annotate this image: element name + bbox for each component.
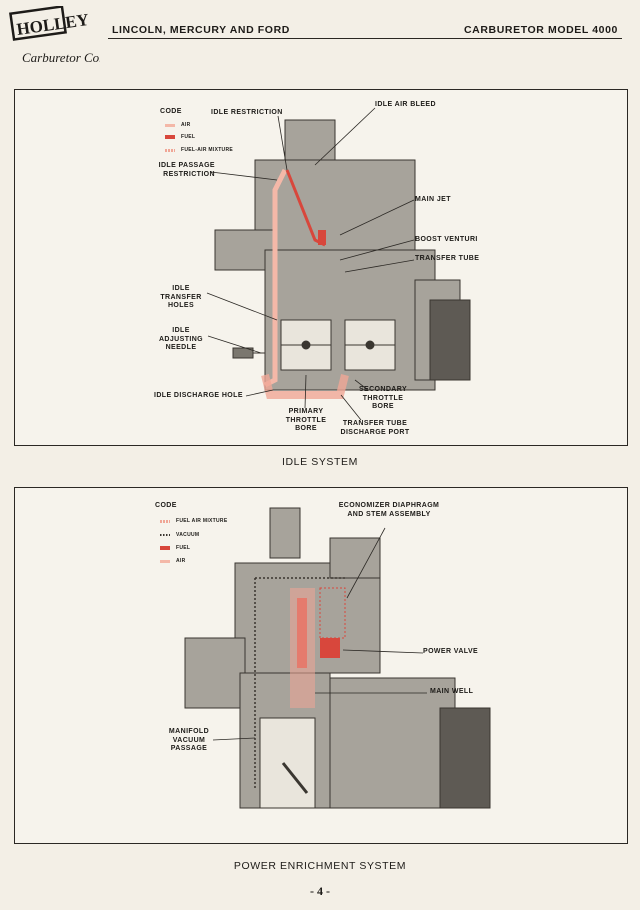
fuel-jet [318,230,326,245]
power-valve-fuel [320,638,340,658]
power-system-figure: CODE FUEL AIR MIXTURE VACUUM FUEL AIR EC… [14,487,628,844]
idle-code-title: CODE [160,108,182,115]
air-swatch [165,123,175,127]
idle-legend-fuel: FUEL [165,134,195,140]
label-transfer-tube: TRANSFER TUBE [415,255,480,262]
holley-logo: HOLLEY Carburetor Co. [9,6,100,65]
carburetor-body [214,119,471,391]
label-idle-air-bleed: IDLE AIR BLEED [375,101,436,108]
economizer [319,587,346,639]
idle-needle [232,347,265,359]
vacuum-swatch [160,534,170,536]
header-rule [108,38,622,39]
label-idle-passage-restriction: IDLE PASSAGE RESTRICTION [158,162,215,178]
label-power-valve: POWER VALVE [423,648,479,655]
fuel-swatch [165,135,175,139]
fuel-swatch [160,546,170,550]
header-right-title: CARBURETOR MODEL 4000 [464,24,618,36]
idle-legend-mixture: FUEL-AIR MIXTURE [165,147,233,153]
vacuum-passage [254,577,345,788]
air-swatch [160,559,170,563]
label-primary-throttle-bore: PRIMARY THROTTLE BORE [285,408,327,432]
label-main-well: MAIN WELL [430,688,474,695]
mixture-swatch [165,148,175,152]
idle-system-diagram [206,107,471,421]
idle-legend-air: AIR [165,122,191,128]
svg-text:Carburetor Co.: Carburetor Co. [22,50,100,65]
label-secondary-throttle-bore: SECONDARY THROTTLE BORE [358,386,408,410]
power-caption: POWER ENRICHMENT SYSTEM [233,860,407,872]
power-code-title: CODE [155,502,177,509]
label-main-jet: MAIN JET [415,196,451,203]
label-economizer: ECONOMIZER DIAPHRAGM AND STEM ASSEMBLY [338,502,440,518]
mixture-swatch [160,519,170,523]
power-legend-mixture: FUEL AIR MIXTURE [160,518,227,524]
label-boost-venturi: BOOST VENTURI [415,236,478,243]
idle-system-figure: CODE AIR FUEL FUEL-AIR MIXTURE IDLE REST… [14,89,628,446]
mixture-column [290,588,315,708]
power-system-diagram [184,507,491,809]
label-idle-discharge-hole: IDLE DISCHARGE HOLE [154,392,243,399]
label-idle-restriction: IDLE RESTRICTION [211,109,283,116]
idle-caption: IDLE SYSTEM [281,456,359,468]
label-manifold-vacuum-passage: MANIFOLD VACUUM PASSAGE [168,728,210,752]
label-idle-transfer-holes: IDLE TRANSFER HOLES [160,285,202,309]
power-legend-air: AIR [160,558,186,564]
page-header: HOLLEY Carburetor Co. LINCOLN, MERCURY A… [0,0,640,72]
header-left-title: LINCOLN, MERCURY AND FORD [112,24,290,36]
power-legend-vacuum: VACUUM [160,532,199,538]
label-idle-adjusting-needle: IDLE ADJUSTING NEEDLE [158,327,204,351]
page-number: - 4 - [310,884,330,898]
lower-bore [259,717,316,809]
throttle-bores [280,319,396,371]
power-legend-fuel: FUEL [160,545,190,551]
label-transfer-tube-discharge-port: TRANSFER TUBE DISCHARGE PORT [340,420,410,436]
